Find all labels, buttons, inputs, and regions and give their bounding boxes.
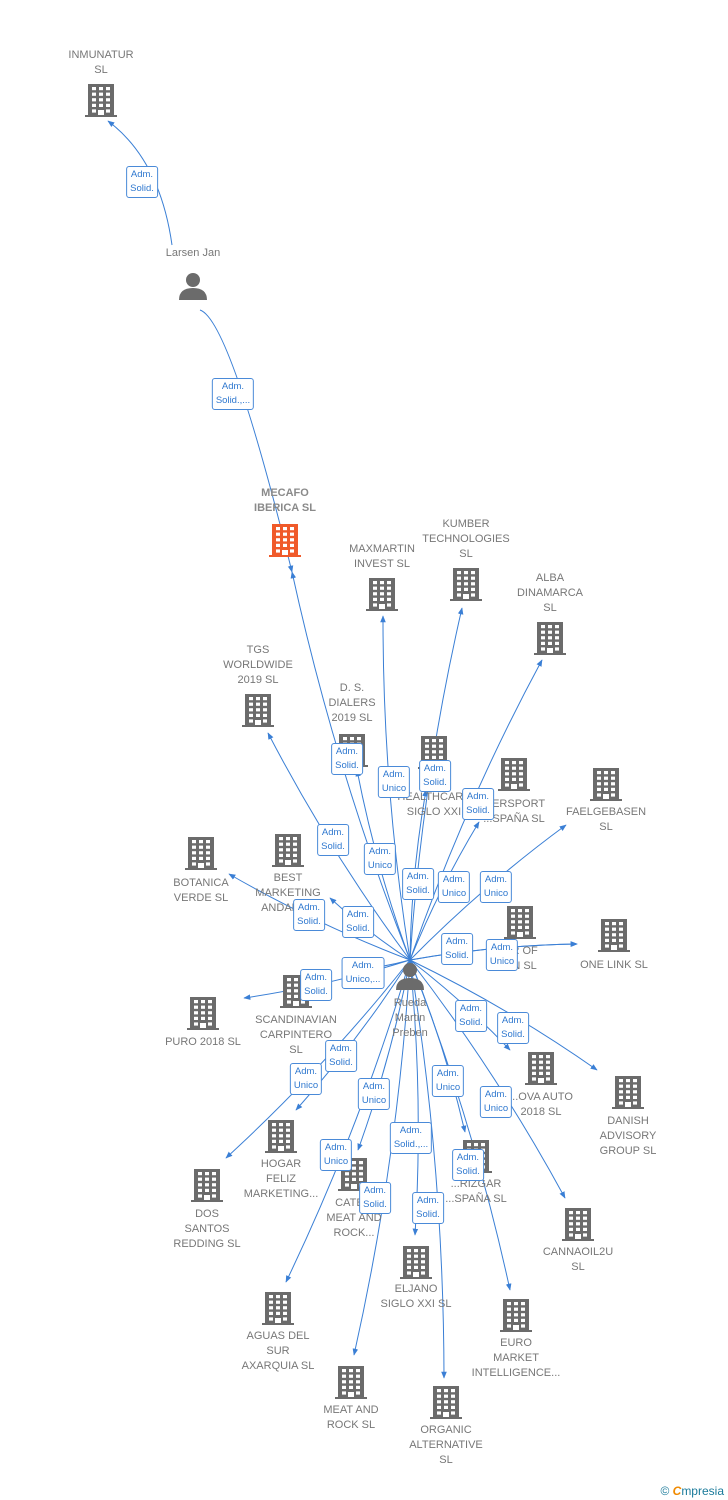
relation-label-rueda-euro[interactable]: Adm. Solid. [452, 1149, 484, 1181]
building-icon-world[interactable] [504, 906, 536, 939]
building-icon-dos[interactable] [191, 1169, 223, 1202]
relation-label-rueda-meat[interactable]: Adm. Solid. [359, 1182, 391, 1214]
building-icon-inmunatur[interactable] [85, 84, 117, 117]
relation-label-rueda-danish[interactable]: Adm. Solid. [497, 1012, 529, 1044]
building-icon-danish[interactable] [612, 1076, 644, 1109]
building-icon-eljano[interactable] [400, 1246, 432, 1279]
brand-name: mpresia [681, 1484, 724, 1498]
building-icon-intersport[interactable] [498, 758, 530, 791]
relation-label-rueda-hogar[interactable]: Adm. Solid. [325, 1040, 357, 1072]
relation-label-rueda-intersport[interactable]: Adm. Unico [437, 871, 471, 903]
building-icon-alba[interactable] [534, 622, 566, 655]
relation-edge-rueda-cannaoil [409, 959, 566, 1199]
company-label-tgs[interactable]: TGS WORLDWIDE 2019 SL [223, 644, 293, 686]
building-icon-faelgebasen[interactable] [590, 768, 622, 801]
relation-label-rueda-dos[interactable]: Adm. Unico [289, 1063, 323, 1095]
relation-label-rueda-onelink[interactable]: Adm. Unico [485, 939, 519, 971]
relation-edge-rueda-euro [409, 959, 512, 1291]
relation-label-larsen-mecafo[interactable]: Adm. Solid.,... [211, 378, 255, 410]
relation-label-rueda-aguas[interactable]: Adm. Unico [319, 1139, 353, 1171]
company-label-aguas[interactable]: AGUAS DEL SUR AXARQUIA SL [241, 1330, 315, 1372]
company-label-mecafo[interactable]: MECAFO IBERICA SL [254, 487, 316, 514]
person-icon-larsen[interactable] [179, 273, 207, 300]
relation-edge-rueda-organic [409, 959, 447, 1379]
company-label-cannaoil[interactable]: CANNAOIL2U SL [542, 1246, 614, 1273]
relation-label-rueda-catering[interactable]: Adm. Unico [357, 1078, 391, 1110]
relation-label-rueda-world[interactable]: Adm. Solid. [441, 933, 473, 965]
company-label-onelink[interactable]: ONE LINK SL [580, 959, 648, 971]
relation-label-rueda-healthcare[interactable]: Adm. Solid. [402, 868, 434, 900]
building-icon-cannaoil[interactable] [562, 1208, 594, 1241]
relation-edge-rueda-meat [352, 959, 411, 1356]
company-label-scandinavian[interactable]: SCANDINAVIAN CARPINTERO SL [255, 1014, 337, 1056]
relation-label-rueda-mecafo[interactable]: Adm. Solid. [331, 743, 363, 775]
building-icon-puro[interactable] [187, 997, 219, 1030]
person-label-rueda[interactable]: Rueda Martin Preben [392, 997, 428, 1039]
relation-label-rueda-ds[interactable]: Adm. Unico [363, 843, 397, 875]
relation-label-rueda-nova[interactable]: Adm. Solid. [455, 1000, 487, 1032]
building-icon-euro[interactable] [500, 1299, 532, 1332]
company-label-maxmartin[interactable]: MAXMARTIN INVEST SL [349, 543, 415, 570]
company-label-hogar[interactable]: HOGAR FELIZ MARKETING... [243, 1158, 319, 1200]
person-label-larsen[interactable]: Larsen Jan [165, 247, 221, 259]
building-icon-botanica[interactable] [185, 837, 217, 870]
building-icon-kumber[interactable] [450, 568, 482, 601]
company-label-best[interactable]: BEST MARKETING ANDALU... [255, 872, 321, 914]
relation-label-rueda-kumber[interactable]: Adm. Solid. [419, 760, 451, 792]
relation-label-rueda-alba[interactable]: Adm. Solid. [462, 788, 494, 820]
relation-label-rueda-eljano[interactable]: Adm. Solid.,... [389, 1122, 433, 1154]
company-label-inmunatur[interactable]: INMUNATUR SL [68, 49, 134, 76]
company-label-eljano[interactable]: ELJANO SIGLO XXI SL [380, 1283, 452, 1310]
footer-brand[interactable]: © Cmpresia [660, 1484, 724, 1498]
building-icon-meat[interactable] [335, 1366, 367, 1399]
relation-label-rueda-organic[interactable]: Adm. Solid. [412, 1192, 444, 1224]
relation-label-larsen-inmunatur[interactable]: Adm. Solid. [126, 166, 158, 198]
relation-label-rueda-best[interactable]: Adm. Solid. [342, 906, 374, 938]
building-icon-maxmartin[interactable] [366, 578, 398, 611]
relation-label-rueda-scandinavian[interactable]: Adm. Solid. [300, 969, 332, 1001]
company-label-faelgebasen[interactable]: FAELGEBASEN SL [565, 806, 647, 833]
building-icon-onelink[interactable] [598, 919, 630, 952]
relation-label-rueda-puro[interactable]: Adm. Unico,... [341, 957, 385, 989]
building-icon-organic[interactable] [430, 1386, 462, 1419]
relation-label-rueda-botanica[interactable]: Adm. Solid. [293, 899, 325, 931]
company-label-kumber[interactable]: KUMBER TECHNOLOGIES SL [422, 518, 510, 560]
company-label-puro[interactable]: PURO 2018 SL [165, 1036, 241, 1048]
company-label-nova[interactable]: ...OVA AUTO 2018 SL [509, 1091, 573, 1118]
company-label-euro[interactable]: EURO MARKET INTELLIGENCE... [471, 1337, 561, 1379]
relation-edge-rueda-danish [409, 959, 598, 1071]
relation-edge-rueda-aguas [285, 959, 411, 1283]
relation-edge-rueda-dos [225, 959, 411, 1159]
company-label-botanica[interactable]: BOTANICA VERDE SL [173, 877, 229, 904]
brand-initial: C [672, 1484, 682, 1498]
company-label-meat[interactable]: MEAT AND ROCK SL [323, 1404, 379, 1431]
building-icon-best[interactable] [272, 834, 304, 867]
company-label-intersport[interactable]: ...ERSPORT ...SPAÑA SL [482, 798, 546, 825]
building-icon-tgs[interactable] [242, 694, 274, 727]
building-icon-mecafo[interactable] [269, 524, 301, 557]
building-icon-hogar[interactable] [265, 1120, 297, 1153]
person-icon-rueda[interactable] [396, 963, 424, 990]
relation-label-rueda-maxmartin[interactable]: Adm. Unico [377, 766, 411, 798]
building-icon-aguas[interactable] [262, 1292, 294, 1325]
company-label-ds[interactable]: D. S. DIALERS 2019 SL [328, 682, 376, 724]
relation-label-rueda-faelgebasen[interactable]: Adm. Unico [479, 871, 513, 903]
company-label-dos[interactable]: DOS SANTOS REDDING SL [173, 1208, 241, 1250]
building-icon-nova[interactable] [525, 1052, 557, 1085]
company-label-alba[interactable]: ALBA DINAMARCA SL [516, 572, 584, 614]
company-label-organic[interactable]: ORGANIC ALTERNATIVE SL [409, 1424, 483, 1466]
relation-label-rueda-cannaoil[interactable]: Adm. Unico [479, 1086, 513, 1118]
relation-label-rueda-rizgar[interactable]: Adm. Unico [431, 1065, 465, 1097]
company-label-rizgar[interactable]: ...RIZGAR ...SPAÑA SL [445, 1178, 507, 1205]
company-label-danish[interactable]: DANISH ADVISORY GROUP SL [599, 1115, 657, 1157]
relation-label-rueda-tgs[interactable]: Adm. Solid. [317, 824, 349, 856]
copyright-symbol: © [660, 1484, 670, 1498]
